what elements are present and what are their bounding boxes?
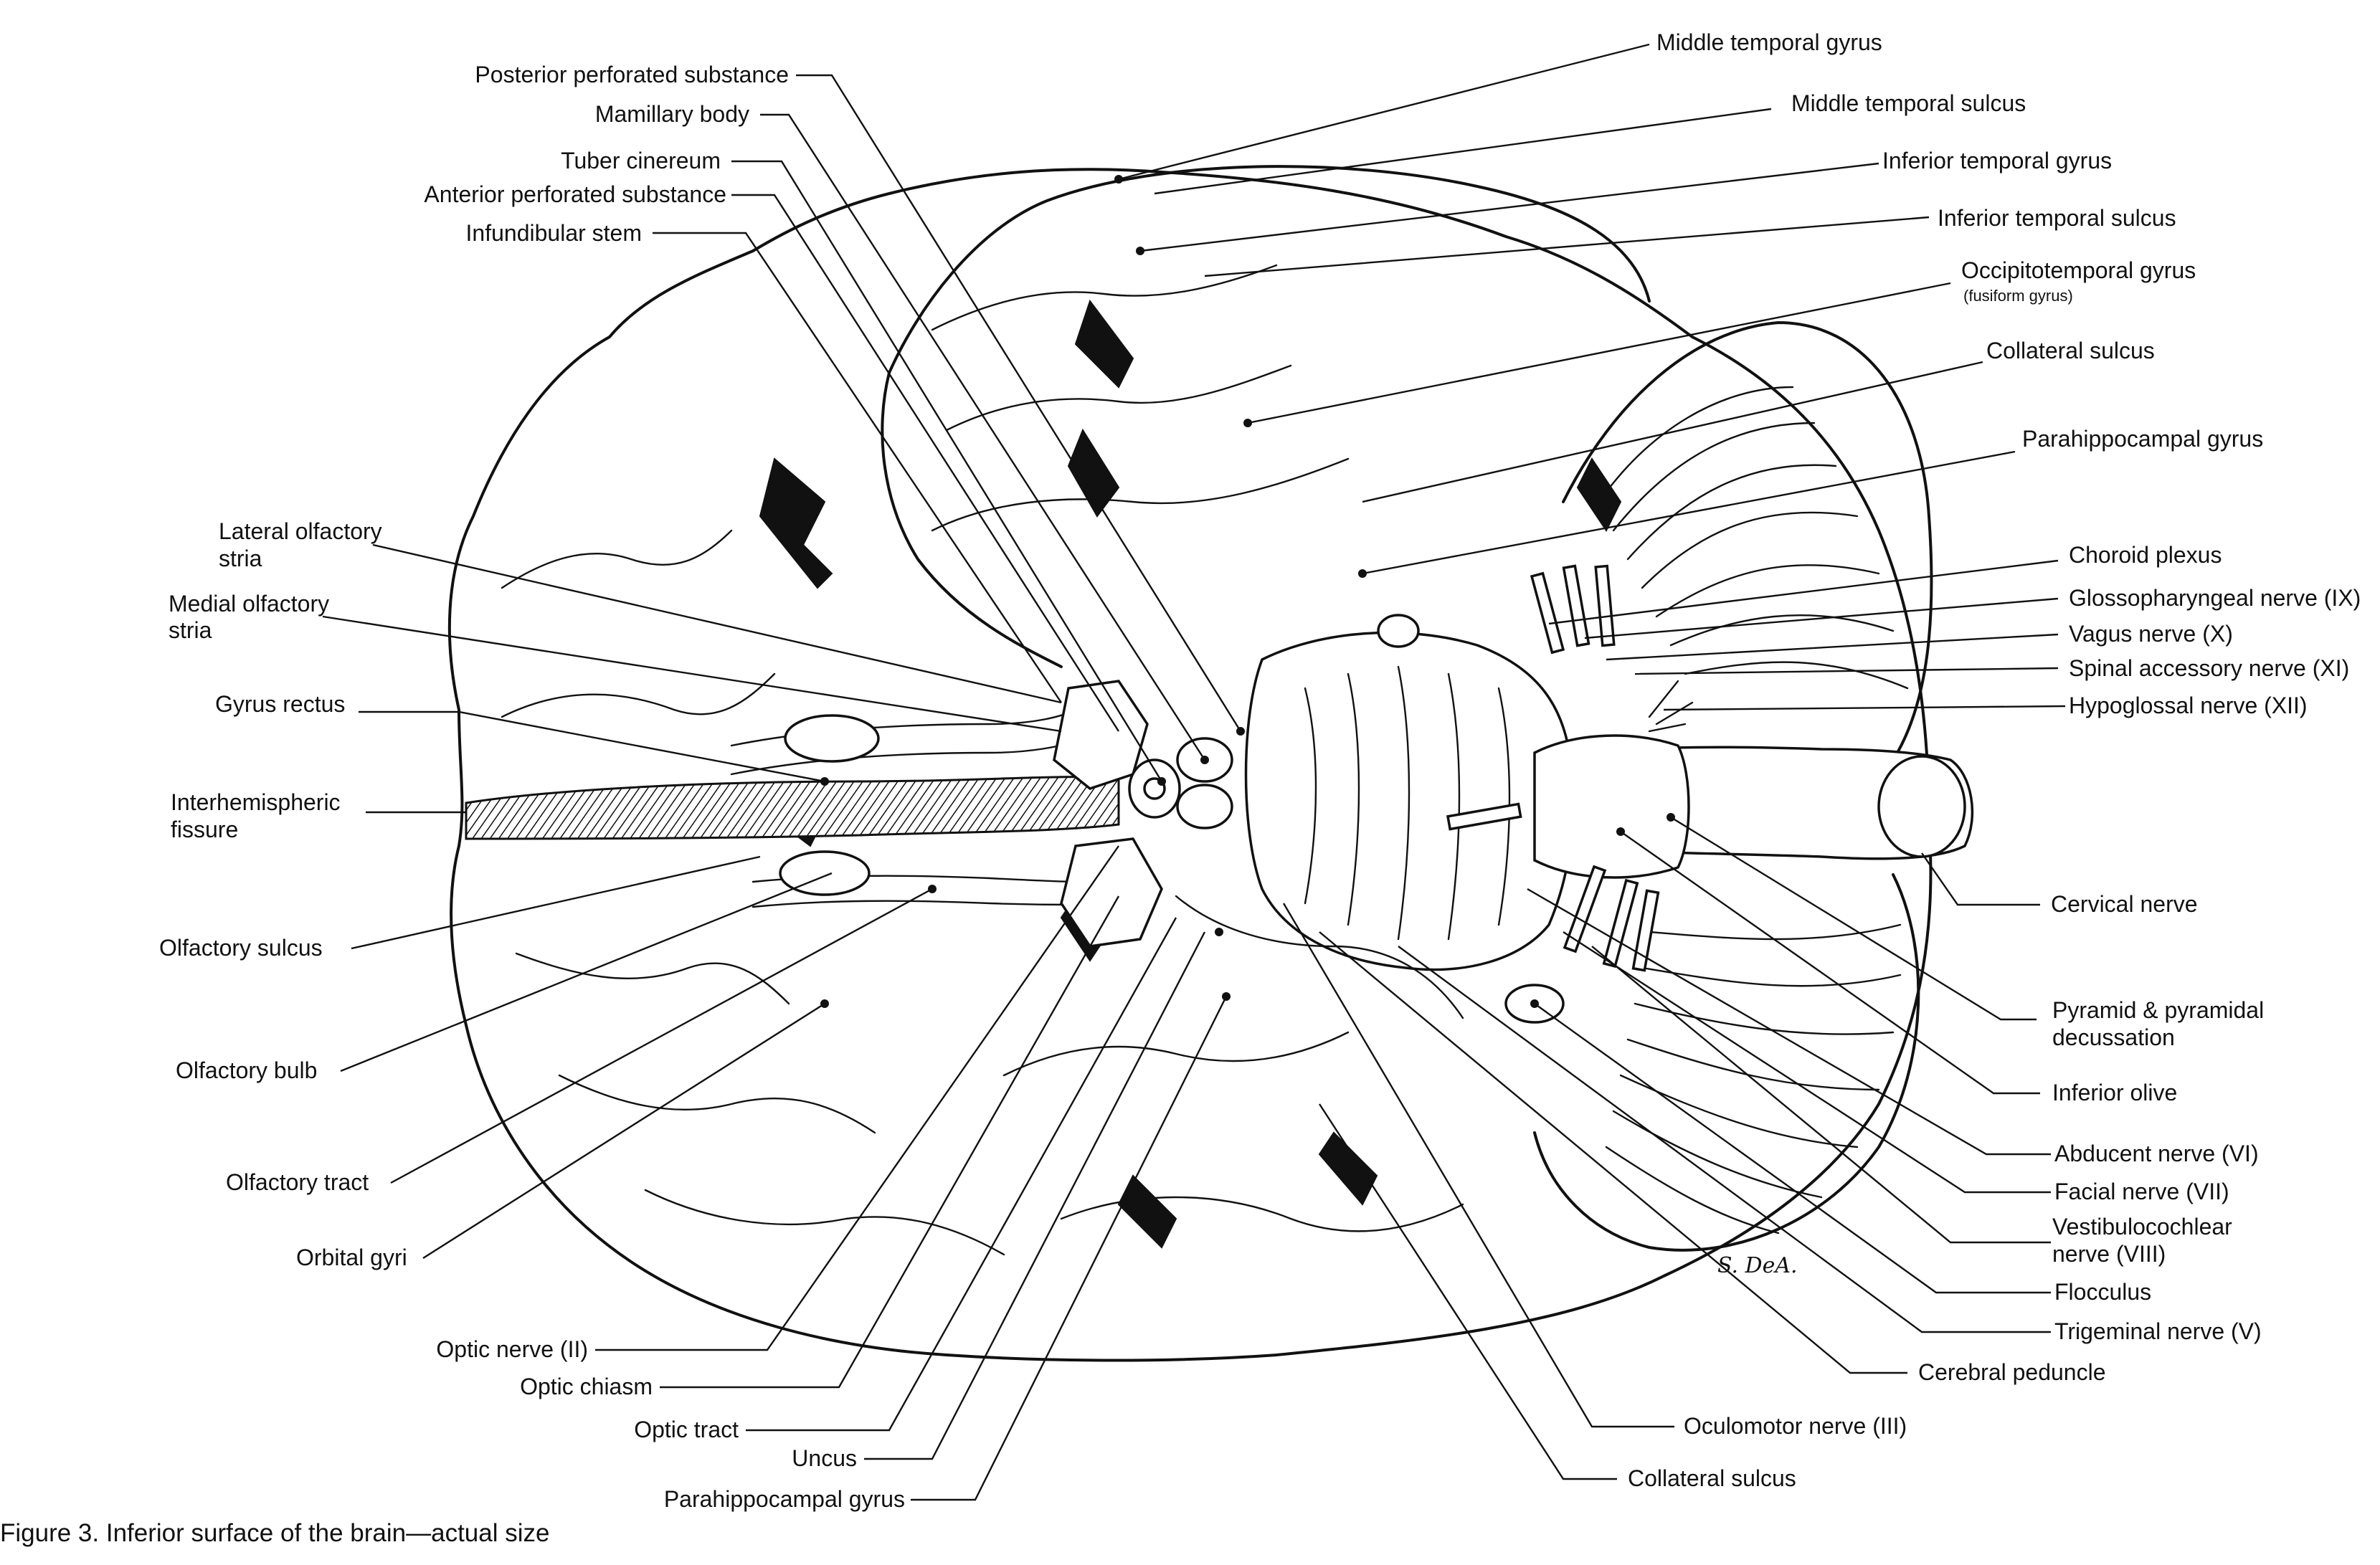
label-vestibulocochlear-2: nerve (VIII): [2052, 1241, 2166, 1267]
label-pyramid-1: Pyramid & pyramidal: [2052, 997, 2264, 1023]
leaders-left: [322, 74, 1242, 1501]
label-fusiform-gyrus: (fusiform gyrus): [1963, 287, 2073, 305]
label-tuber-cinereum: Tuber cinereum: [561, 148, 721, 173]
labels-left-block: Lateral olfactory stria Medial olfactory…: [159, 518, 407, 1270]
label-medial-olfactory-stria-1: Medial olfactory: [169, 591, 329, 617]
uncus-region: [1175, 895, 1464, 1019]
label-abducent-nerve: Abducent nerve (VI): [2054, 1141, 2259, 1166]
label-parahippocampal-gyrus-bottom: Parahippocampal gyrus: [664, 1486, 905, 1512]
label-oculomotor-nerve: Oculomotor nerve (III): [1684, 1413, 1907, 1439]
label-olfactory-bulb: Olfactory bulb: [176, 1057, 317, 1083]
label-uncus: Uncus: [792, 1445, 857, 1471]
labels-right: Middle temporal gyrus Middle temporal su…: [1628, 29, 2361, 1491]
label-inferior-temporal-sulcus: Inferior temporal sulcus: [1938, 205, 2176, 231]
spinal-cord-section: [1877, 755, 1966, 858]
pyramid: [1533, 734, 1690, 879]
label-middle-temporal-sulcus: Middle temporal sulcus: [1791, 90, 2026, 116]
labels-left: Posterior perforated substance Mamillary…: [424, 62, 789, 246]
label-lateral-olfactory-stria-1: Lateral olfactory: [219, 518, 382, 544]
label-inferior-temporal-gyrus: Inferior temporal gyrus: [1882, 148, 2112, 173]
label-interhemispheric-fissure-1: Interhemispheric: [171, 789, 341, 815]
label-cerebral-peduncle: Cerebral peduncle: [1918, 1359, 2106, 1385]
label-anterior-perforated-substance: Anterior perforated substance: [424, 181, 726, 207]
label-vagus-nerve: Vagus nerve (X): [2069, 621, 2233, 647]
brain-outline: [447, 168, 1933, 1362]
interhemispheric-fissure: [465, 776, 1120, 840]
label-flocculus: Flocculus: [2054, 1279, 2151, 1305]
temporal-lobe-contour: [881, 165, 1651, 668]
label-glossopharyngeal-nerve: Glossopharyngeal nerve (IX): [2069, 585, 2361, 611]
label-facial-nerve: Facial nerve (VII): [2054, 1179, 2229, 1204]
label-inferior-olive: Inferior olive: [2052, 1080, 2177, 1105]
label-middle-temporal-gyrus: Middle temporal gyrus: [1656, 29, 1882, 55]
label-optic-tract: Optic tract: [634, 1417, 739, 1442]
figure-caption: Figure 3. Inferior surface of the brain—…: [0, 1519, 549, 1547]
brain-drawing: [447, 165, 1974, 1362]
cerebellum-folia: [1598, 386, 1909, 1235]
leader-dots-right: [1114, 175, 1675, 1008]
label-hypoglossal-nerve: Hypoglossal nerve (XII): [2069, 693, 2308, 718]
label-trigeminal-nerve: Trigeminal nerve (V): [2054, 1318, 2262, 1344]
labels-left-bottom: Optic nerve (II) Optic chiasm Optic trac…: [436, 1336, 905, 1512]
cerebellum-outline: [1533, 321, 1933, 1252]
label-optic-chiasm: Optic chiasm: [520, 1374, 653, 1399]
label-lateral-olfactory-stria-2: stria: [219, 546, 262, 571]
label-vestibulocochlear-1: Vestibulocochlear: [2052, 1214, 2232, 1240]
gyri-contours: [501, 264, 1464, 1256]
label-occipitotemporal-gyrus: Occipitotemporal gyrus: [1961, 257, 2196, 283]
label-optic-nerve: Optic nerve (II): [436, 1336, 588, 1362]
label-choroid-plexus: Choroid plexus: [2069, 542, 2222, 568]
olfactory-structures: [730, 708, 1077, 908]
label-medial-olfactory-stria-2: stria: [169, 617, 212, 643]
label-orbital-gyri: Orbital gyri: [296, 1245, 407, 1270]
pons-fibers: [1304, 665, 1511, 941]
label-infundibular-stem: Infundibular stem: [466, 220, 642, 246]
label-gyrus-rectus: Gyrus rectus: [215, 691, 345, 717]
label-parahippocampal-gyrus-top: Parahippocampal gyrus: [2022, 426, 2263, 452]
leader-dots-left: [820, 727, 1245, 1008]
label-collateral-sulcus-top: Collateral sulcus: [1986, 338, 2155, 363]
label-cervical-nerve: Cervical nerve: [2051, 891, 2198, 917]
label-interhemispheric-fissure-2: fissure: [171, 817, 238, 842]
label-mamillary-body: Mamillary body: [595, 101, 749, 127]
label-posterior-perforated-substance: Posterior perforated substance: [475, 62, 789, 87]
label-spinal-accessory-nerve: Spinal accessory nerve (XI): [2069, 655, 2349, 681]
artist-signature: S. DeA.: [1717, 1253, 1798, 1278]
label-collateral-sulcus-bottom: Collateral sulcus: [1628, 1465, 1796, 1491]
label-olfactory-tract: Olfactory tract: [226, 1169, 369, 1195]
label-olfactory-sulcus: Olfactory sulcus: [159, 935, 323, 961]
label-pyramid-2: decussation: [2052, 1024, 2175, 1050]
leaders-right: [1118, 43, 2066, 1480]
optic-chiasm-area: [1053, 680, 1233, 948]
